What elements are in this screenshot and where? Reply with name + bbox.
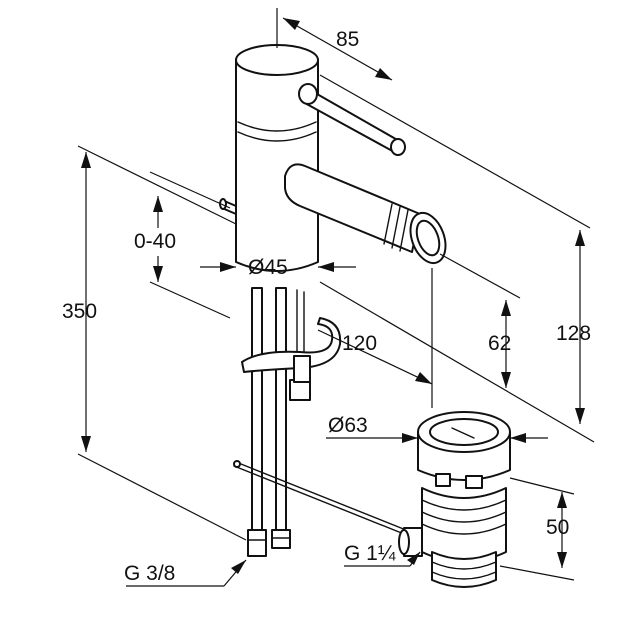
supply-hoses: [247, 287, 311, 557]
dim-hose-thread-label: G 3/8: [124, 562, 175, 585]
mounting-bracket: [241, 317, 342, 383]
dim-waste-thread-label: G 1¼: [344, 542, 396, 565]
dim-spout-reach-label: 85: [336, 28, 359, 51]
spout: [284, 163, 447, 265]
dim-lever-range-label: 0-40: [134, 230, 176, 253]
popup-rod: [233, 460, 407, 535]
dim-body-diameter-label: Ø45: [248, 256, 288, 279]
dim-waste-diameter-label: Ø63: [328, 414, 368, 437]
waste-valve: [398, 411, 511, 588]
faucet-body: [235, 44, 319, 272]
dim-waste-offset-label: 120: [342, 332, 377, 355]
dim-spout-height-label: 62: [488, 332, 511, 355]
dim-overall-height-label: 128: [556, 322, 591, 345]
dim-waste-height-label: 50: [546, 516, 569, 539]
dimension-lines: [77, 8, 595, 587]
dimension-labels: 85 0-40 Ø45 350 120 62 128 Ø63 50 G 3/8 …: [62, 28, 591, 585]
lever-handle: [298, 83, 406, 156]
dim-total-height-label: 350: [62, 300, 97, 323]
